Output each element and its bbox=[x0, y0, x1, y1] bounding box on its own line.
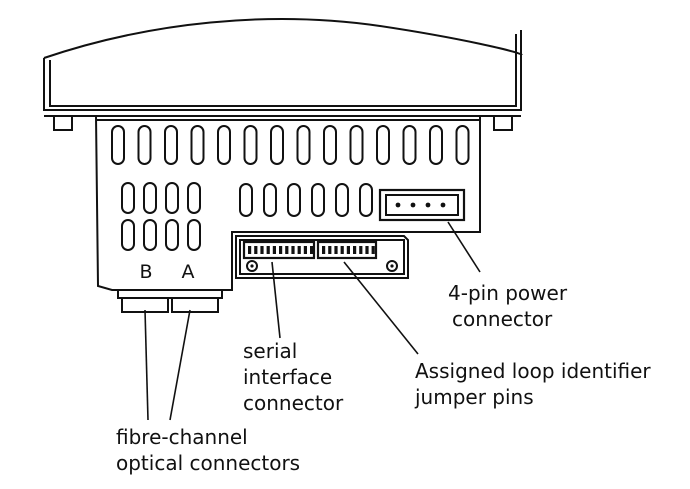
vent-slot bbox=[190, 125, 205, 165]
jumper-pin bbox=[353, 246, 357, 254]
leader-serial bbox=[271, 261, 281, 339]
serial-pin bbox=[303, 246, 307, 254]
callout-fibre: fibre-channel optical connectors bbox=[116, 425, 300, 475]
drive-housing-top bbox=[43, 18, 523, 131]
ventilation-slots-left bbox=[121, 182, 201, 251]
jumper-pin bbox=[365, 246, 369, 254]
vent-slot bbox=[296, 125, 311, 165]
leader-fibre-a bbox=[169, 309, 191, 421]
leader-loop bbox=[343, 261, 419, 355]
vent-slot bbox=[287, 183, 301, 217]
vent-slot bbox=[270, 125, 284, 165]
vent-slot bbox=[335, 183, 349, 217]
jumper-pin bbox=[322, 246, 326, 254]
port-label-a: A bbox=[182, 261, 195, 283]
power-connector bbox=[378, 188, 466, 222]
connector-board bbox=[235, 235, 409, 279]
serial-pin bbox=[310, 246, 314, 254]
jumper-pin bbox=[328, 246, 332, 254]
vent-slot bbox=[143, 182, 157, 214]
jumper-pin bbox=[334, 246, 338, 254]
vent-slot bbox=[359, 183, 373, 217]
leader-fibre-b bbox=[144, 309, 149, 421]
vent-slot bbox=[121, 182, 135, 214]
jumper-pin bbox=[346, 246, 350, 254]
vent-slot bbox=[165, 182, 179, 214]
vent-slot bbox=[164, 125, 178, 165]
serial-pin bbox=[272, 246, 276, 254]
port-label-b: B bbox=[139, 261, 152, 283]
serial-pin bbox=[266, 246, 270, 254]
serial-interface-connector bbox=[242, 240, 316, 260]
callout-loop-id: Assigned loop identifier jumper pins bbox=[414, 359, 657, 409]
vent-slot bbox=[323, 125, 337, 165]
serial-pin bbox=[297, 246, 301, 254]
vent-slot bbox=[311, 183, 325, 217]
serial-pin bbox=[254, 246, 258, 254]
serial-pin bbox=[285, 246, 289, 254]
vent-slot bbox=[263, 183, 277, 217]
vent-slot bbox=[376, 125, 390, 165]
vent-slot bbox=[402, 125, 417, 165]
leader-power bbox=[447, 221, 481, 273]
vent-slot bbox=[137, 125, 152, 165]
vent-slot bbox=[187, 182, 201, 214]
ventilation-slots-middle bbox=[239, 183, 373, 217]
vent-slot bbox=[429, 125, 443, 165]
vent-slot bbox=[217, 125, 231, 165]
leader-lines bbox=[144, 221, 481, 421]
jumper-pin bbox=[340, 246, 344, 254]
jumper-pin bbox=[371, 246, 375, 254]
vent-slot bbox=[239, 183, 253, 217]
vent-slot bbox=[143, 219, 157, 251]
vent-slot bbox=[243, 125, 258, 165]
vent-slot bbox=[349, 125, 364, 165]
serial-pin bbox=[291, 246, 295, 254]
serial-pin bbox=[279, 246, 283, 254]
loop-id-jumper-pins bbox=[316, 240, 378, 260]
ventilation-slots-top bbox=[111, 125, 470, 165]
vent-slot bbox=[165, 219, 179, 251]
vent-slot bbox=[455, 125, 470, 165]
jumper-pin bbox=[359, 246, 363, 254]
callout-power: 4-pin power connector bbox=[448, 281, 573, 331]
serial-pin bbox=[248, 246, 252, 254]
drive-rear-panel bbox=[95, 115, 481, 291]
serial-pin bbox=[260, 246, 264, 254]
vent-slot bbox=[121, 219, 135, 251]
vent-slot bbox=[111, 125, 125, 165]
vent-slot bbox=[187, 219, 201, 251]
fibre-channel-connectors bbox=[117, 289, 223, 313]
callout-serial: serial interface connector bbox=[243, 339, 344, 415]
